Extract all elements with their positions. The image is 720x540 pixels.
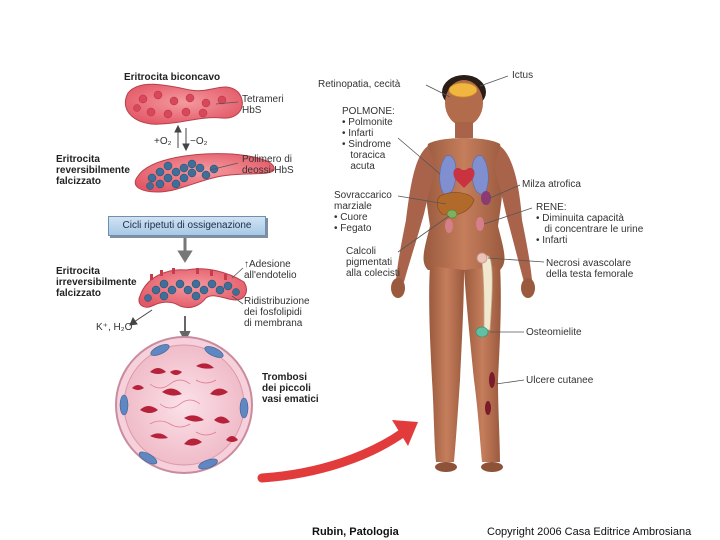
minus-o2-label: −O₂ — [190, 136, 208, 147]
polymer-label: Polimero di deossi-HbS — [242, 154, 294, 176]
skin-ulcers-label: Ulcere cutanee — [526, 375, 594, 386]
vessel-cross-section — [115, 336, 253, 474]
heart — [453, 167, 475, 188]
osteomyelitis-spot — [475, 326, 489, 338]
oxygenation-arrows — [174, 124, 190, 152]
cycle-arrow — [177, 238, 193, 263]
systemic-effect-arrow — [257, 420, 418, 483]
reversible-title: Eritrocita reversibilmente falcizzato — [56, 154, 130, 187]
right-kidney — [445, 219, 453, 233]
skin-ulcer — [485, 401, 491, 415]
adhesion-label: ↑Adesione all'endotelio — [244, 259, 297, 281]
right-foot — [435, 462, 457, 472]
human-body-figure — [391, 75, 535, 472]
femoral-necrosis-label: Necrosi avascolare della testa femorale — [546, 258, 634, 280]
ion-loss-label: K⁺, H₂O — [96, 322, 133, 333]
thrombosis-arrow — [179, 316, 191, 343]
neck — [455, 122, 473, 138]
femoral-head — [476, 252, 488, 264]
left-foot — [481, 462, 503, 472]
spleen-label: Milza atrofica — [522, 179, 581, 190]
left-hand — [521, 278, 535, 298]
copyright-notice: Copyright 2006 Casa Editrice Ambrosiana — [487, 526, 692, 538]
right-hand — [391, 278, 405, 298]
ion-loss-arrow — [129, 309, 153, 326]
retinopathy-label: Retinopatia, cecità — [318, 79, 401, 90]
thrombosis-label: Trombosi dei piccoli vasi ematici — [262, 372, 319, 405]
liver — [436, 192, 475, 216]
stroke-label: Ictus — [512, 70, 534, 81]
plus-o2-label: +O₂ — [154, 136, 172, 147]
book-title: Rubin, Patologia — [312, 526, 399, 538]
tetramers-label: Tetrameri HbS — [242, 94, 284, 116]
reversible-sickle-cell — [134, 153, 275, 193]
biconcave-erythrocyte — [124, 83, 243, 125]
right-lung — [439, 155, 457, 195]
gallbladder — [446, 209, 458, 219]
spleen — [481, 191, 491, 205]
leader-lines — [209, 75, 545, 385]
biconcave-title: Eritrocita biconcavo — [124, 72, 221, 83]
brain-highlight — [448, 82, 478, 98]
irreversible-sickle-cell — [138, 268, 247, 309]
oxygenation-cycles-banner: Cicli ripetuti di ossigenazione — [108, 216, 266, 236]
left-leg — [464, 266, 501, 462]
skin-ulcer — [489, 372, 495, 388]
lung-label: POLMONE: • Polmonite • Infarti • Sindrom… — [342, 106, 395, 172]
kidney-label: RENE: • Diminuita capacità di concentrar… — [536, 202, 644, 246]
osteomyelitis-label: Osteomielite — [526, 327, 582, 338]
right-arm — [396, 146, 436, 282]
right-leg — [429, 266, 464, 462]
iron-overload-label: Sovraccarico marziale • Cuore • Fegato — [334, 190, 392, 234]
left-kidney — [476, 217, 484, 231]
left-lung — [471, 155, 489, 195]
irreversible-title: Eritrocita irreversibilmente falcizzato — [56, 266, 137, 299]
gallstones-label: Calcoli pigmentati alla colecisti — [346, 246, 400, 279]
phospholipid-label: Ridistribuzione dei fosfolipidi di membr… — [244, 296, 310, 329]
